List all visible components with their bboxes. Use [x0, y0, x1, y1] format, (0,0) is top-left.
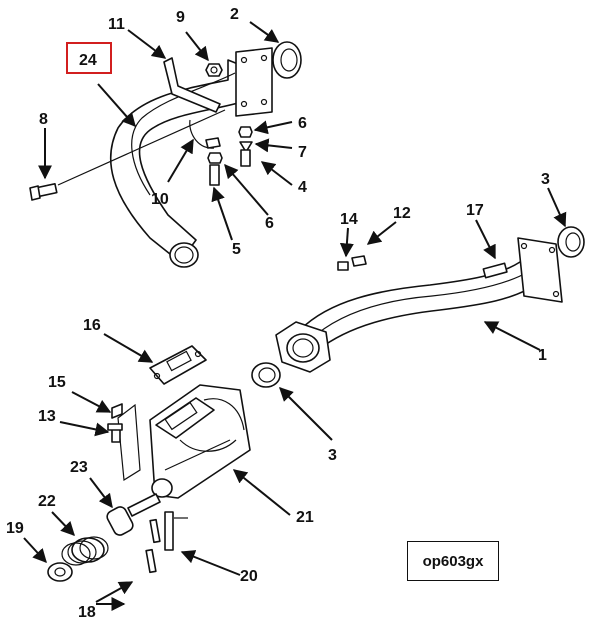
housing-21	[149, 384, 251, 499]
gasket-15-outline	[117, 403, 141, 482]
callout-23: 23	[70, 459, 88, 476]
callout-5: 5	[232, 241, 241, 258]
callout-22: 22	[38, 493, 56, 510]
pipe-flange-right	[517, 237, 563, 303]
housing-fasteners	[107, 403, 123, 443]
upper-flange	[235, 47, 273, 117]
main-pipe-1	[299, 261, 541, 351]
callout-18: 18	[78, 604, 96, 621]
callout-2: 2	[230, 6, 239, 23]
pins-18-20	[145, 511, 188, 574]
washer-19	[47, 562, 73, 582]
callout-9: 9	[176, 9, 185, 26]
figure-reference-box: op603gx	[407, 541, 499, 581]
upper-pipe-24	[109, 59, 249, 268]
callout-11: 11	[108, 16, 125, 33]
callout-6-lower: 6	[265, 215, 274, 232]
callout-24-highlighted: 24	[79, 52, 97, 69]
callout-labels: 1 2 3 3 4 5 6 6 7 8 9 10 11 12 13 14 15 …	[6, 6, 550, 621]
pipe-flange-left	[275, 321, 331, 373]
callout-21: 21	[296, 509, 314, 526]
callout-8: 8	[39, 111, 48, 128]
callout-6-upper: 6	[298, 115, 307, 132]
callout-19: 19	[6, 520, 24, 537]
leader-lines	[23, 21, 567, 611]
callout-1: 1	[538, 347, 547, 364]
callout-10: 10	[151, 191, 169, 208]
gasket-16	[149, 345, 207, 385]
right-fasteners	[337, 255, 508, 279]
callout-15: 15	[48, 374, 66, 391]
seal-ring-2	[272, 41, 302, 79]
callout-20: 20	[240, 568, 258, 585]
callout-3-upper: 3	[541, 171, 550, 188]
piston-23	[106, 493, 161, 536]
upper-fasteners	[29, 63, 253, 201]
callout-17: 17	[466, 202, 484, 219]
callout-4: 4	[298, 179, 307, 196]
callout-13: 13	[38, 408, 56, 425]
figure-reference-code: op603gx	[422, 552, 484, 570]
callout-12: 12	[393, 205, 411, 222]
spring-22	[61, 536, 109, 566]
callout-16: 16	[83, 317, 101, 334]
callout-3-lower: 3	[328, 447, 337, 464]
callout-14: 14	[340, 211, 358, 228]
seal-ring-3-upper	[557, 226, 585, 258]
callout-7: 7	[298, 144, 307, 161]
highlight-box-24	[66, 42, 112, 74]
seal-ring-3-lower	[251, 362, 281, 388]
